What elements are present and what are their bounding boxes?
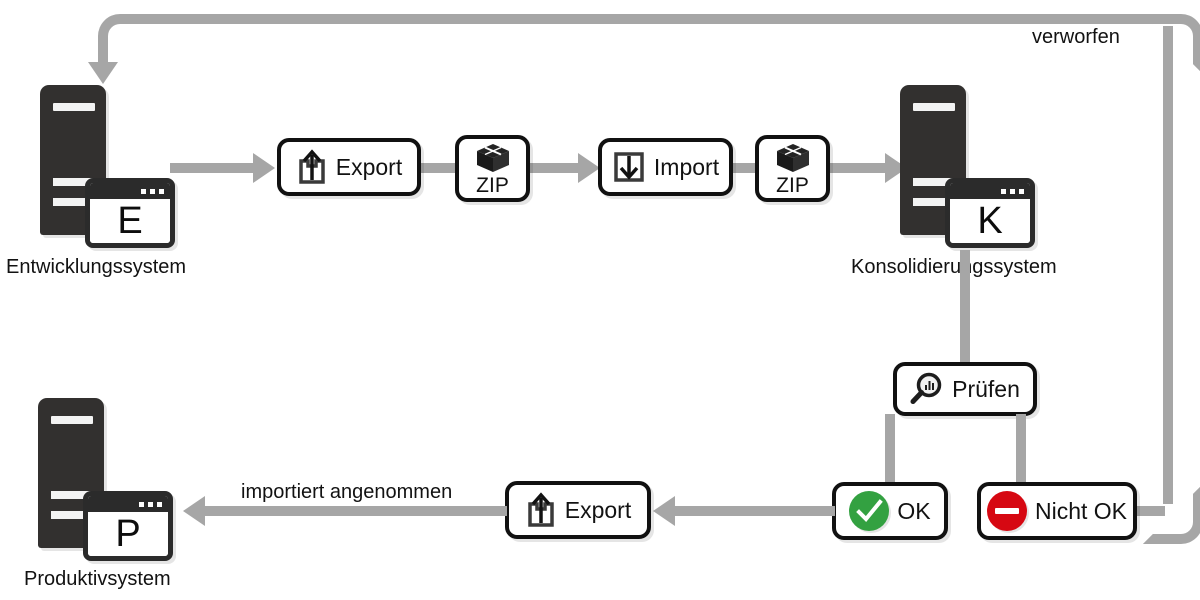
node-export-bottom[interactable]: Export bbox=[505, 481, 651, 539]
connector-nichtok-to-right bbox=[1135, 506, 1165, 516]
connector-verworfen-vertical bbox=[1163, 26, 1173, 504]
arrowhead-into-entwicklungssystem bbox=[88, 62, 118, 84]
connector-k-to-pruefen bbox=[960, 250, 970, 365]
tower-slot bbox=[53, 103, 95, 111]
export-upload-icon bbox=[299, 149, 325, 184]
window-body: E bbox=[90, 199, 170, 243]
connector-import-to-zip2 bbox=[733, 163, 758, 173]
node-label-zip-two: ZIP bbox=[776, 173, 809, 197]
connector-verworfen-corner-topright bbox=[1143, 14, 1200, 74]
package-box-icon bbox=[476, 143, 509, 172]
system-label-produktivsystem: Produktivsystem bbox=[24, 568, 171, 590]
magnifier-chart-icon bbox=[910, 372, 942, 404]
minus-bar bbox=[994, 508, 1019, 514]
connector-pruefen-to-nichtok bbox=[1016, 414, 1026, 484]
tower-bar-2 bbox=[913, 198, 965, 206]
node-ok[interactable]: OK bbox=[832, 482, 948, 540]
tower-slot bbox=[913, 103, 955, 111]
node-pruefen[interactable]: Prüfen bbox=[893, 362, 1037, 416]
window-titlebar bbox=[950, 183, 1030, 199]
system-letter: P bbox=[115, 513, 141, 555]
connector-ok-to-export-bottom bbox=[675, 506, 835, 516]
server-tower-icon bbox=[900, 85, 966, 235]
node-label-pruefen: Prüfen bbox=[952, 375, 1020, 402]
window-titlebar bbox=[88, 496, 168, 512]
connector-pruefen-to-ok bbox=[885, 414, 895, 484]
node-label-export-top: Export bbox=[335, 153, 403, 180]
node-label-zip-one: ZIP bbox=[476, 173, 509, 197]
check-circle-icon bbox=[849, 491, 890, 531]
window-dot bbox=[150, 188, 155, 194]
connector-export-to-produktiv bbox=[205, 506, 507, 516]
system-label-konsolidierungssystem: Konsolidierungssystem bbox=[851, 256, 1057, 278]
tower-bar-1 bbox=[913, 178, 965, 186]
node-zip-one[interactable]: ZIP bbox=[455, 135, 530, 202]
package-box-icon bbox=[776, 143, 809, 172]
window-titlebar bbox=[90, 183, 170, 199]
node-label-export-bottom: Export bbox=[564, 496, 632, 523]
connector-zip2-to-k bbox=[828, 163, 890, 173]
window-dot bbox=[141, 188, 146, 194]
export-upload-icon bbox=[528, 492, 554, 527]
tower-bar-2 bbox=[53, 198, 105, 206]
node-label-ok: OK bbox=[897, 497, 931, 524]
connector-verworfen-down bbox=[98, 44, 108, 70]
node-zip-two[interactable]: ZIP bbox=[755, 135, 830, 202]
arrowhead-to-import bbox=[578, 153, 600, 183]
window-dot bbox=[1001, 188, 1006, 194]
window-dot bbox=[157, 501, 162, 507]
node-nicht-ok[interactable]: Nicht OK bbox=[977, 482, 1137, 540]
system-window-konsolidierung: K bbox=[945, 178, 1035, 248]
arrowhead-to-export-top bbox=[253, 153, 275, 183]
tower-bar-1 bbox=[53, 178, 105, 186]
node-export-top[interactable]: Export bbox=[277, 138, 421, 196]
minus-circle-icon bbox=[986, 491, 1027, 531]
connector-zip1-to-import bbox=[530, 163, 580, 173]
system-letter: K bbox=[977, 200, 1003, 242]
tower-slot bbox=[51, 416, 93, 424]
connector-verworfen-top bbox=[120, 14, 1155, 24]
node-import-top[interactable]: Import bbox=[598, 138, 733, 196]
connector-verworfen-corner-bottomright bbox=[1143, 484, 1200, 544]
window-dot bbox=[139, 501, 144, 507]
system-letter: E bbox=[117, 200, 143, 242]
edge-label-importiert-angenommen: importiert angenommen bbox=[241, 481, 453, 503]
node-label-import-top: Import bbox=[653, 153, 720, 180]
arrowhead-to-export-bottom bbox=[653, 496, 675, 526]
tower-bar-1 bbox=[51, 491, 103, 499]
system-window-produktiv: P bbox=[83, 491, 173, 561]
window-dot bbox=[1019, 188, 1024, 194]
window-dot bbox=[1010, 188, 1015, 194]
window-body: K bbox=[950, 199, 1030, 243]
connector-export-to-zip1 bbox=[419, 163, 457, 173]
window-dot bbox=[148, 501, 153, 507]
system-window-entwicklung: E bbox=[85, 178, 175, 248]
node-label-nicht-ok: Nicht OK bbox=[1034, 497, 1128, 524]
connector-e-to-export bbox=[170, 163, 255, 173]
tower-bar-2 bbox=[51, 511, 103, 519]
system-label-entwicklungssystem: Entwicklungssystem bbox=[6, 256, 187, 278]
window-body: P bbox=[88, 512, 168, 556]
window-dot bbox=[159, 188, 164, 194]
arrowhead-to-produktivsystem bbox=[183, 496, 205, 526]
edge-label-verworfen: verworfen bbox=[1032, 26, 1120, 48]
import-download-icon bbox=[614, 152, 644, 182]
